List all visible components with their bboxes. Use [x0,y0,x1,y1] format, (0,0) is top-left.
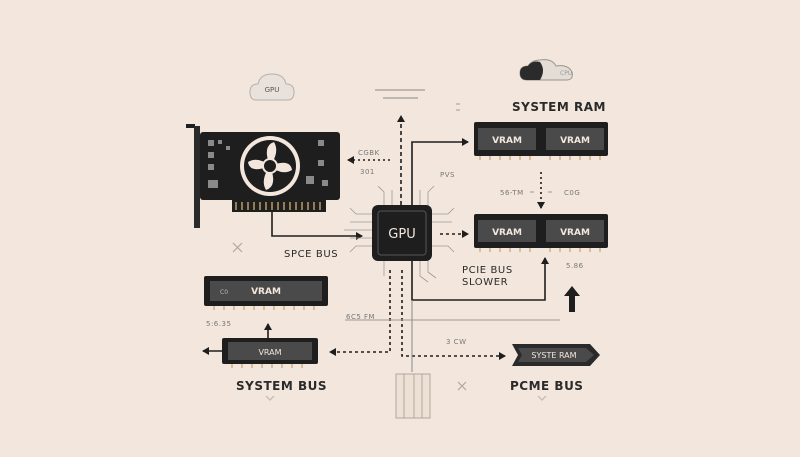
gpu-chip-label: GPU [388,227,415,242]
syste-ram-tag-label: SYSTE RAM [531,351,576,360]
connector-lines [202,115,560,372]
top-connector-mark [375,89,425,99]
system-bus-label: SYSTEM BUS [236,379,328,393]
cloud-top-label: GPU [265,86,280,94]
pcme-bus-label: PCME BUS [510,379,584,393]
cloud-icon-right [519,59,573,81]
chevron-down-icon [265,395,547,401]
spce-bus-label: SPCE BUS [284,249,339,260]
slower-line: SLOWER [462,277,509,288]
system-ram-module-mid [474,214,608,252]
system-ram-title: SYSTEM RAM [512,100,606,114]
vram-tag-label: C0 [220,289,228,296]
system-ram-module-top [474,122,608,160]
small-tag-cgbk: CGBK [358,149,380,157]
gpu-chip-icon [344,185,455,283]
small-tag-3cw: 3 CW [446,338,467,346]
cloud-right-label: CPU [560,70,572,77]
small-tag-c0g: C0G [564,189,581,197]
vram-module-bottom [222,338,318,368]
graphics-card-icon [186,124,340,228]
vram-chip-label: VRAM [251,287,281,297]
bottom-connector-rack [395,373,431,419]
small-tag-586: 5.86 [566,262,584,270]
vram-chip-label: VRAM [258,348,281,357]
syste-ram-tag-shape [512,344,600,366]
small-tag-pvs: PVS [440,171,455,179]
pcie-bus-slower-label: PCIE BUS SLOWER [462,265,513,289]
small-tag-6c5fm: 6C5 FM [346,313,376,321]
small-tag-56tm: 56-TM [500,189,524,197]
up-arrow-icon [564,286,580,312]
cloud-icon-top [249,73,295,101]
vram-chip-label: VRAM [492,228,522,238]
decorative-marks [232,103,552,391]
vram-chip-label: VRAM [492,136,522,146]
pcie-bus-line: PCIE BUS [462,265,513,276]
vram-chip-label: VRAM [560,136,590,146]
vram-chip-label: VRAM [560,228,590,238]
small-tag-301: 301 [360,168,375,176]
vram-module-left [204,276,328,310]
small-tag-5635: 5:6.35 [206,320,232,328]
